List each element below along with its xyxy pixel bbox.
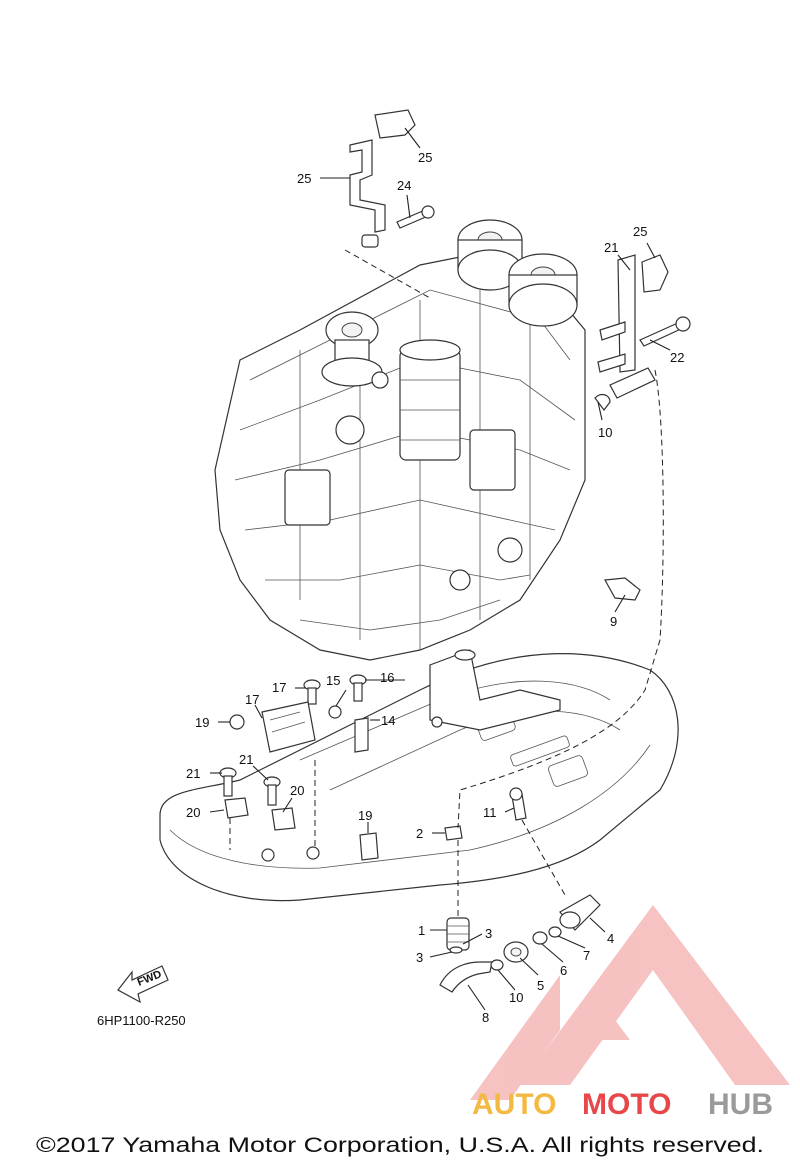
watermark-logo — [470, 905, 790, 1100]
callout-19b: 20 — [290, 783, 304, 798]
callout-10b: 10 — [509, 990, 523, 1005]
callout-23: 25 — [297, 171, 311, 186]
fwd-arrow: FWD — [117, 965, 169, 1004]
callout-6: 6 — [560, 963, 567, 978]
callout-19a: 20 — [186, 805, 200, 820]
callout-18: 19 — [358, 808, 372, 823]
callout-1: 1 — [418, 923, 425, 938]
callout-5: 5 — [537, 978, 544, 993]
engine-block — [214, 219, 586, 661]
callout-7: 7 — [583, 948, 590, 963]
callout-9: 9 — [610, 614, 617, 629]
copyright-notice: ©2017 Yamaha Motor Corporation, U.S.A. A… — [36, 1134, 764, 1157]
callout-3a: 3 — [485, 926, 492, 941]
callout-20b: 21 — [239, 752, 253, 767]
callout-17: 19 — [195, 715, 209, 730]
callout-25b: 25 — [633, 224, 647, 239]
callout-20a: 21 — [186, 766, 200, 781]
callout-13: 15 — [326, 673, 340, 688]
callout-3b: 3 — [416, 950, 423, 965]
callout-16: 17 — [272, 680, 286, 695]
bottom-cowling — [159, 649, 679, 902]
callout-22: 22 — [670, 350, 684, 365]
callout-25a: 25 — [418, 150, 432, 165]
callout-21: 21 — [604, 240, 618, 255]
callout-24: 24 — [397, 178, 411, 193]
callout-labels: 25 25 24 21 25 22 10 9 17 15 16 14 17 19… — [186, 150, 684, 1025]
watermark-moto: MOTO — [582, 1088, 671, 1121]
callout-11: 11 — [483, 805, 497, 820]
bracket-23 — [349, 139, 386, 233]
watermark-auto: AUTO — [472, 1088, 556, 1121]
callout-2: 2 — [416, 826, 423, 841]
callout-10a: 10 — [598, 425, 612, 440]
small-parts — [219, 109, 691, 993]
callout-8: 8 — [482, 1010, 489, 1025]
watermark-text: AUTO MOTO HUB — [472, 1088, 773, 1121]
watermark-hub: HUB — [708, 1088, 773, 1121]
drawing-code: 6HP1100-R250 — [97, 1013, 186, 1028]
callout-12: 14 — [381, 713, 395, 728]
callout-15: 17 — [245, 692, 259, 707]
callout-14: 16 — [380, 670, 394, 685]
leader-lines — [209, 127, 671, 1011]
callout-4: 4 — [607, 931, 614, 946]
